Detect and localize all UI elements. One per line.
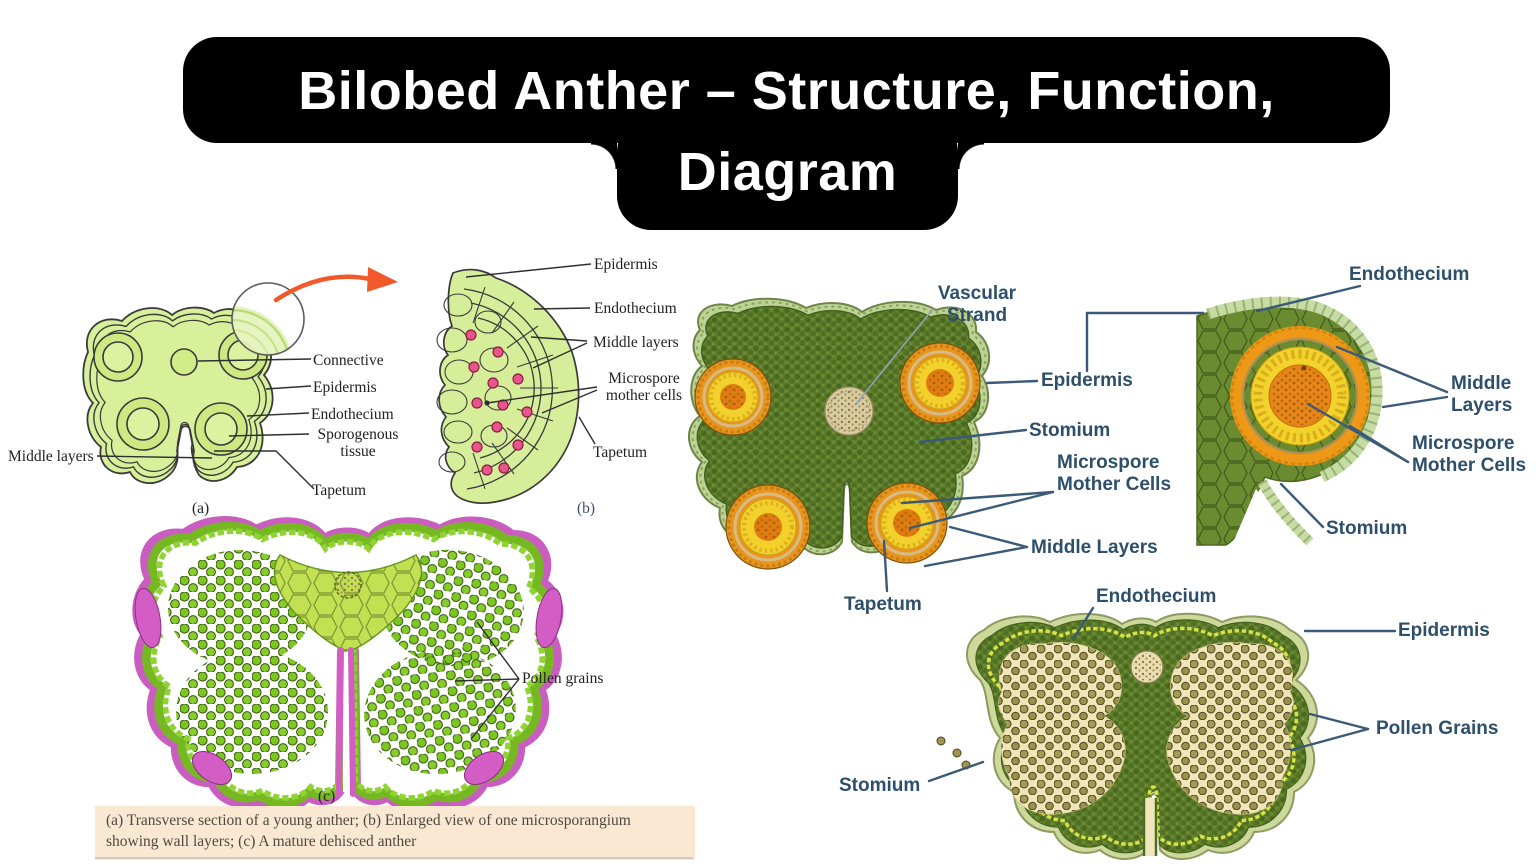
fig-c-tag: (c) (318, 788, 336, 805)
fig-c-label-pollen-grains: Pollen grains (522, 670, 604, 687)
magnifier-icon (231, 282, 305, 356)
right-microsporangium-label-lines (1255, 284, 1449, 529)
young-anther-label-stomium: Stomium (1029, 420, 1111, 441)
young-anther-label-middle-layers: Middle Layers (1031, 537, 1158, 558)
fig-a-label-sporogenous-tissue: Sporogenous tissue (317, 426, 399, 461)
fig-a-label-lines (96, 358, 315, 490)
fig-a-label-endothecium: Endothecium (311, 406, 394, 423)
connective-circle (170, 348, 198, 376)
fig-a-label-connective: Connective (313, 352, 384, 369)
fig-a-label-middle-layers: Middle layers (8, 448, 94, 465)
young-anther-label-tapetum: Tapetum (844, 594, 922, 615)
microsporangium-label-stomium: Stomium (1326, 518, 1408, 539)
escaped-pollen-dots (936, 736, 971, 770)
fig-a-microsporangia (93, 330, 268, 456)
microsporangium-label-middle-layers: Middle Layers (1451, 373, 1513, 417)
mature-anther-label-endothecium: Endothecium (1096, 586, 1217, 607)
magnifier-arrow-icon (273, 267, 398, 303)
fig-b-label-epidermis: Epidermis (594, 256, 658, 273)
right-young-anther-drawing (688, 297, 1205, 593)
right-mature-anther-vascular (1130, 650, 1164, 684)
fig-c-pollen-fields (168, 549, 524, 775)
fig-c-vascular-cluster (334, 571, 362, 599)
right-mature-anther-locules (998, 642, 1294, 815)
right-mature-anther-drawing (927, 606, 1397, 860)
fig-b-microsporangium-drawing (436, 263, 598, 505)
young-anther-label-vascular-strand: Vascular Strand (937, 283, 1017, 327)
fig-a-label-tapetum: Tapetum (312, 482, 367, 499)
page-title-line1: Bilobed Anther – Structure, Function, (298, 61, 1275, 121)
microsporangium-label-microspore-mother-cells: Microspore Mother Cells (1412, 433, 1527, 477)
fig-b-label-microspore-mother-cells: Microspore mother cells (605, 370, 683, 405)
fig-b-label-tapetum: Tapetum (593, 444, 648, 461)
banner-fillet-left (591, 143, 617, 169)
right-single-microsporangium-drawing (1196, 284, 1449, 546)
fig-c-magenta-patches (134, 587, 563, 786)
young-anther-label-microspore-mother-cells: Microspore Mother Cells (1057, 452, 1172, 496)
right-microsporangium-rings (1230, 326, 1370, 466)
mature-anther-label-stomium: Stomium (839, 775, 921, 796)
fig-c-cleft (336, 647, 356, 797)
fig-b-label-endothecium: Endothecium (594, 300, 677, 317)
title-banner-second-line (617, 118, 958, 230)
mature-anther-label-pollen-grains: Pollen Grains (1376, 718, 1499, 739)
right-young-anther-vascular-strand (824, 386, 874, 436)
fig-a-label-epidermis: Epidermis (313, 379, 377, 396)
fig-b-microspore-mother-cells-dots (465, 329, 533, 476)
banner-fillet-right (958, 143, 984, 169)
fig-a-tag: (a) (192, 500, 210, 517)
fig-b-tag: (b) (577, 500, 596, 517)
fig-a-young-anther-drawing (82, 267, 398, 490)
fig-b-label-lines (465, 263, 598, 445)
mature-anther-label-epidermis: Epidermis (1398, 620, 1490, 641)
young-anther-label-epidermis: Epidermis (1041, 370, 1133, 391)
page-title-line2: Diagram (677, 142, 898, 202)
fig-b-label-middle-layers: Middle layers (593, 334, 679, 351)
right-young-anther-locules (694, 342, 981, 570)
figure-caption: (a) Transverse section of a young anther… (95, 806, 695, 860)
bottom-rule (95, 857, 693, 859)
right-mature-anther-cleft (1142, 798, 1158, 856)
right-microsporangium-stomium-notch (1232, 489, 1304, 545)
right-mature-anther-label-lines (927, 606, 1397, 783)
fig-c-mature-anther-drawing (132, 516, 564, 813)
microsporangium-label-endothecium: Endothecium (1349, 264, 1470, 285)
fig-c-label-lines (454, 621, 520, 740)
